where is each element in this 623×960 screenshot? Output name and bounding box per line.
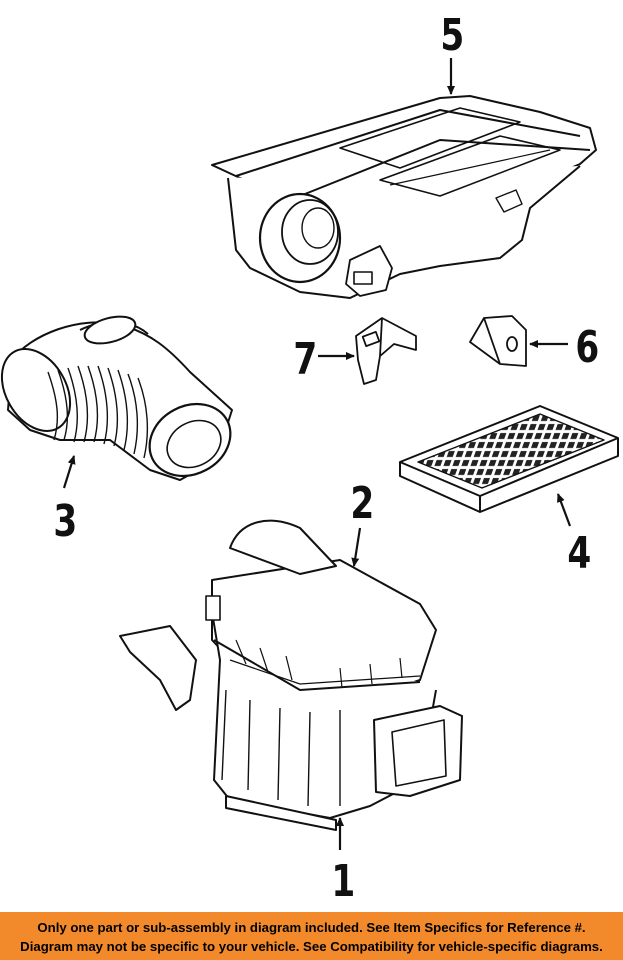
arrow-4	[556, 493, 572, 527]
callout-5: 5	[440, 10, 465, 61]
arrow-2	[351, 527, 362, 567]
callout-3: 3	[53, 496, 78, 547]
disclaimer-line-2: Diagram may not be specific to your vehi…	[20, 939, 603, 954]
disclaimer-line-1: Only one part or sub-assembly in diagram…	[37, 920, 586, 935]
callout-6: 6	[575, 322, 600, 373]
bracket-part	[355, 317, 417, 385]
parts-diagram	[0, 58, 619, 850]
callout-2: 2	[350, 478, 375, 529]
callout-1: 1	[331, 856, 356, 907]
air-cleaner-cover-part	[211, 95, 597, 299]
callout-4: 4	[567, 528, 592, 579]
insulator-part	[469, 315, 527, 367]
disclaimer-banner: Only one part or sub-assembly in diagram…	[0, 912, 623, 960]
callout-7: 7	[293, 334, 318, 385]
leader-arrows	[62, 58, 572, 850]
arrow-3	[62, 455, 76, 489]
intake-hose-part	[0, 315, 233, 481]
air-cleaner-housing-part	[119, 519, 463, 831]
air-filter-part	[399, 405, 619, 513]
